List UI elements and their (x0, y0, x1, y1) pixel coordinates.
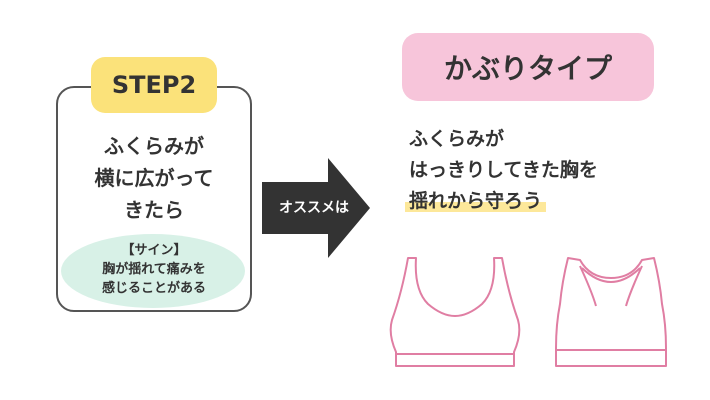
sign-bubble (61, 234, 245, 308)
description-highlight: 揺れから守ろう (405, 190, 547, 212)
description-line: ふくらみが (409, 128, 505, 150)
step-badge-label: STEP2 (111, 71, 197, 99)
arrow-right-icon (262, 158, 370, 258)
arrow-label: オススメは (279, 200, 349, 216)
sign-line: 感じることがある (101, 281, 206, 296)
step-badge: STEP2 (91, 57, 217, 113)
sign-line: 胸が揺れて痛みを (102, 262, 206, 277)
sports-bra-scoop-back-illustration (389, 257, 521, 367)
type-badge-label: かぶりタイプ (443, 52, 612, 85)
condition-line: ふくらみが (104, 134, 204, 158)
sign-text: 【サイン】 胸が揺れて痛みを 感じることがある (56, 241, 252, 298)
recommendation-description: ふくらみが はっきりしてきた胸を 揺れから守ろう (405, 124, 598, 217)
type-badge: かぶりタイプ (402, 33, 654, 101)
sports-bra-racerback-illustration (555, 257, 667, 367)
condition-line: 横に広がって (94, 166, 214, 190)
step-condition: ふくらみが 横に広がって きたら (56, 130, 252, 226)
sign-heading: 【サイン】 (121, 243, 187, 258)
description-line: はっきりしてきた胸を (409, 159, 598, 181)
condition-line: きたら (124, 198, 184, 222)
